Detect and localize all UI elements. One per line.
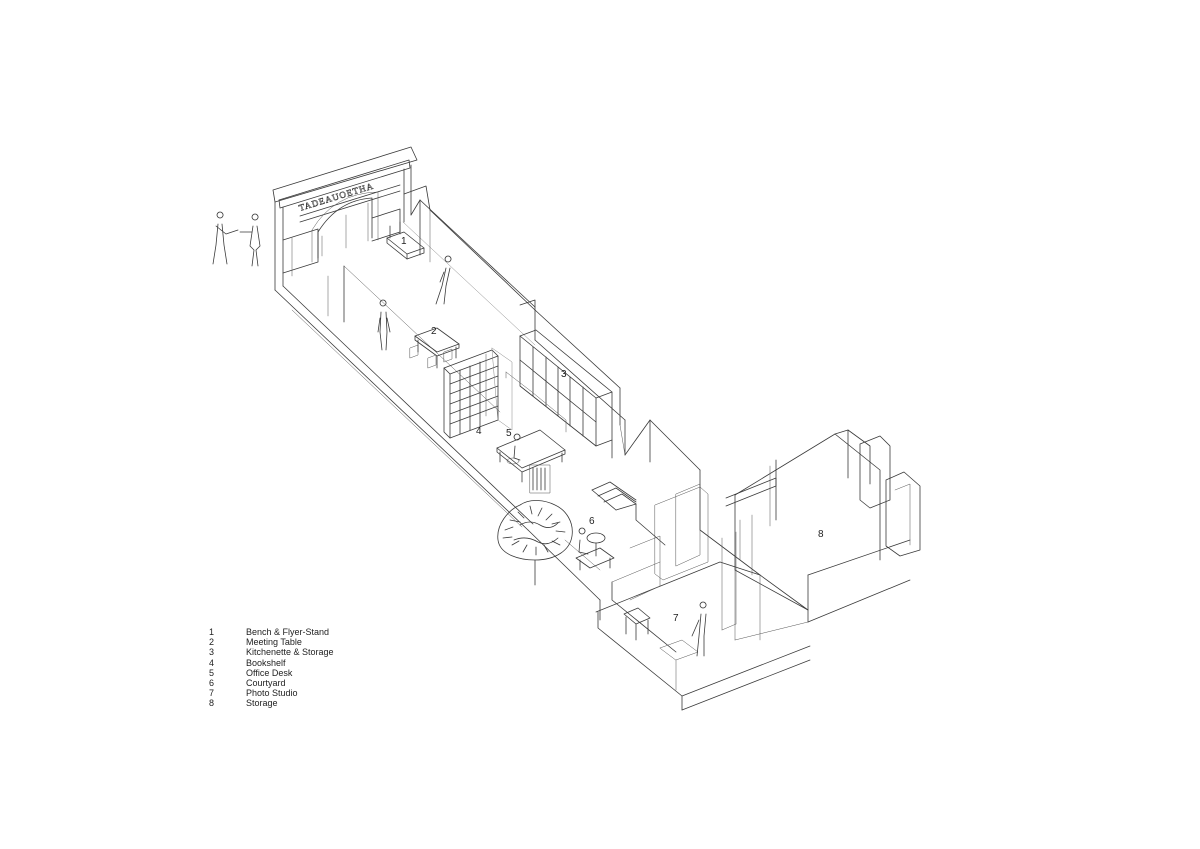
- legend-row: 1 Bench & Flyer-Stand: [209, 627, 334, 637]
- room-label-7: 7: [673, 613, 679, 624]
- legend-row: 4 Bookshelf: [209, 658, 334, 668]
- legend-number: 4: [209, 657, 215, 668]
- legend-row: 3 Kitchenette & Storage: [209, 647, 334, 657]
- legend-number: 6: [209, 678, 215, 689]
- legend-number: 3: [209, 647, 215, 658]
- legend-label: Bench & Flyer-Stand: [246, 627, 330, 637]
- legend-label: Storage: [246, 698, 278, 709]
- legend-row: 5 Office Desk: [209, 668, 334, 678]
- courtyard-wing: [527, 419, 761, 621]
- main-hall: [274, 185, 626, 531]
- legend: 1 Bench & Flyer-Stand 2 Meeting Table 3 …: [209, 627, 334, 709]
- courtyard-table: [575, 532, 615, 571]
- room-label-5: 5: [506, 428, 512, 439]
- legend-number: 7: [209, 688, 215, 699]
- legend-label: Office Desk: [246, 667, 293, 678]
- room-label-3: 3: [561, 369, 567, 380]
- legend-row: 7 Photo Studio: [209, 688, 334, 698]
- legend-number: 2: [209, 637, 215, 648]
- legend-row: 8 Storage: [209, 698, 334, 708]
- storefront-facade: TADEAUOETHA: [272, 146, 418, 291]
- legend-label: Meeting Table: [246, 637, 302, 648]
- room-number-labels: 1 2 3 4 5 6 7 8: [401, 236, 824, 624]
- legend-number: 1: [209, 627, 215, 637]
- bench-flyer-stand: [386, 221, 425, 260]
- person-figures: [212, 211, 707, 657]
- bookshelf: [443, 347, 513, 439]
- room-label-8: 8: [818, 529, 824, 540]
- photo-studio: [595, 483, 811, 711]
- legend-label: Photo Studio: [246, 688, 298, 699]
- legend-label: Bookshelf: [246, 657, 286, 668]
- room-label-6: 6: [589, 516, 595, 527]
- legend-row: 6 Courtyard: [209, 678, 334, 688]
- room-label-1: 1: [401, 236, 407, 247]
- legend-label: Courtyard: [246, 678, 286, 689]
- legend-label: Kitchenette & Storage: [246, 647, 334, 658]
- legend-row: 2 Meeting Table: [209, 637, 334, 647]
- room-label-4: 4: [476, 426, 482, 437]
- stairs: [591, 481, 637, 511]
- legend-number: 8: [209, 698, 215, 709]
- storage-room: [725, 429, 921, 641]
- tree: [497, 500, 573, 586]
- office-desk: [496, 429, 566, 494]
- kitchenette-storage: [505, 329, 613, 459]
- legend-number: 5: [209, 667, 215, 678]
- room-label-2: 2: [431, 326, 437, 337]
- meeting-table: [409, 327, 460, 369]
